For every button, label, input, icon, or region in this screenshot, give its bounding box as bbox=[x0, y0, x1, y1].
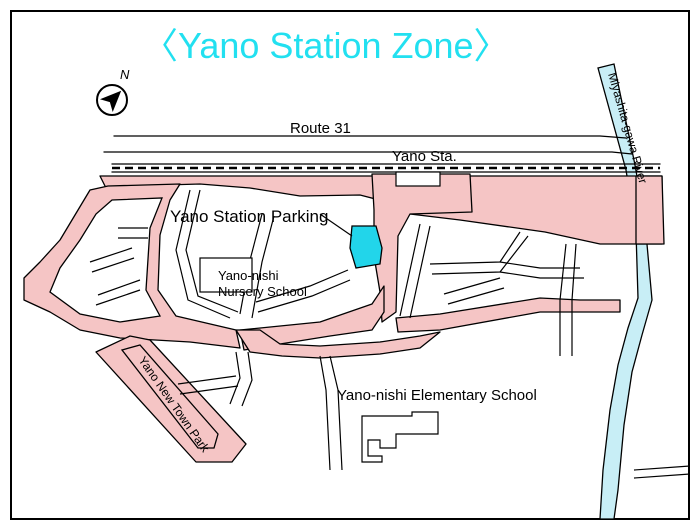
elementary-school-building bbox=[361, 411, 439, 463]
nursery-school-building bbox=[199, 257, 253, 293]
road-network bbox=[23, 173, 665, 463]
elementary-school-label: Yano-nishi Elementary School bbox=[337, 387, 537, 404]
yano-station-parking-lot bbox=[349, 225, 383, 269]
railway bbox=[111, 163, 661, 187]
route-31-label: Route 31 bbox=[290, 120, 351, 137]
yano-station-building bbox=[395, 171, 441, 187]
map-title: 〈Yano Station Zone〉 bbox=[142, 25, 510, 66]
route-31-road bbox=[103, 135, 633, 155]
side-paths bbox=[89, 189, 691, 479]
north-arrow-icon bbox=[96, 84, 128, 116]
compass-north-label: N bbox=[120, 67, 130, 82]
nursery-school-label-line1: Yano-nishi bbox=[218, 268, 279, 283]
parking-pointer bbox=[319, 213, 353, 237]
yano-station-label: Yano Sta. bbox=[392, 148, 457, 165]
nursery-school-label-line2: Nursery School bbox=[218, 284, 307, 299]
parking-label: Yano Station Parking bbox=[170, 207, 328, 226]
